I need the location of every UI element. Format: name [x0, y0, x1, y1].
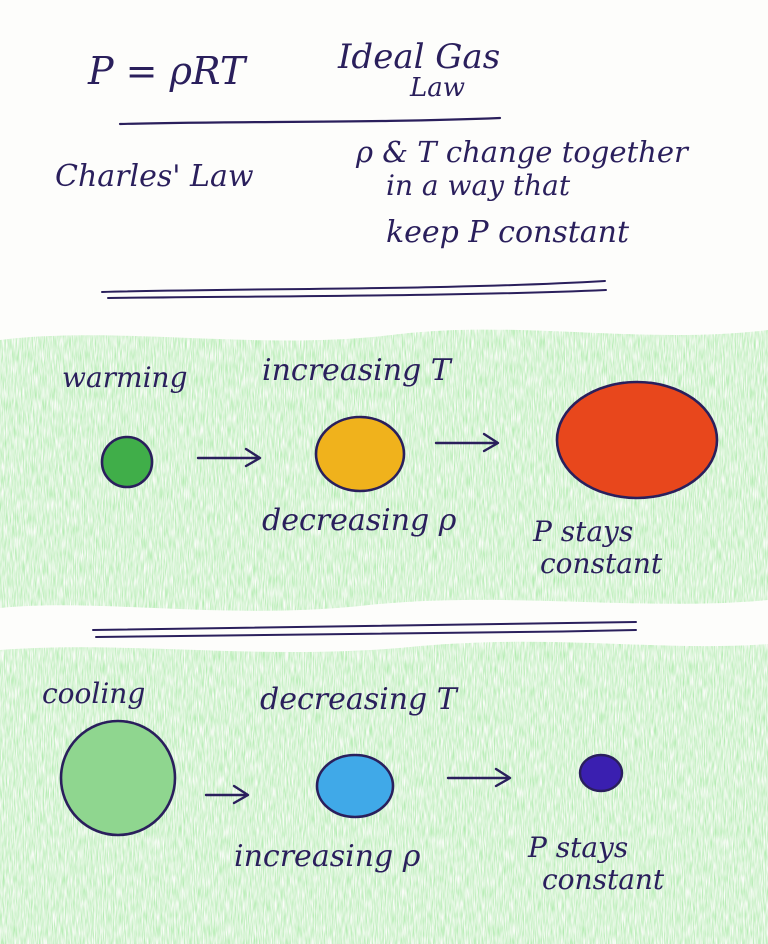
warming-title: warming [62, 361, 188, 394]
warming-result-line2: constant [540, 547, 663, 580]
charles-law-description-line2: in a way that [386, 169, 571, 202]
ideal-gas-name-line2: Law [410, 73, 466, 103]
charles-law-label: Charles' Law [55, 159, 254, 194]
warming-top-label: increasing T [262, 353, 451, 388]
warming-circle-small [100, 435, 154, 489]
divider-double-lower [92, 621, 637, 638]
divider-top [118, 116, 502, 126]
charles-law-description-line3: keep P constant [386, 215, 630, 250]
cooling-circle-large [59, 719, 177, 837]
cooling-result-line2: constant [542, 863, 665, 896]
warming-arrow-2 [434, 432, 500, 453]
cooling-arrow-2 [446, 767, 512, 788]
ideal-gas-name-line1: Ideal Gas [338, 37, 501, 77]
warming-arrow-1 [196, 447, 262, 468]
cooling-circle-medium [315, 753, 395, 819]
cooling-top-label: decreasing T [260, 682, 457, 717]
warming-bottom-label: decreasing ρ [262, 503, 457, 538]
ideal-gas-formula: P = ρRT [88, 49, 246, 93]
warming-result-line1: P stays [533, 515, 634, 548]
charles-law-description-line1: ρ & T change together [356, 135, 688, 169]
cooling-circle-small [578, 753, 624, 793]
cooling-title: cooling [42, 677, 146, 710]
warming-circle-large [555, 380, 719, 500]
warming-circle-medium [314, 415, 406, 493]
divider-double-middle [101, 280, 607, 299]
cooling-result-line1: P stays [528, 831, 629, 864]
cooling-arrow-1 [204, 784, 250, 805]
cooling-bottom-label: increasing ρ [234, 839, 421, 874]
